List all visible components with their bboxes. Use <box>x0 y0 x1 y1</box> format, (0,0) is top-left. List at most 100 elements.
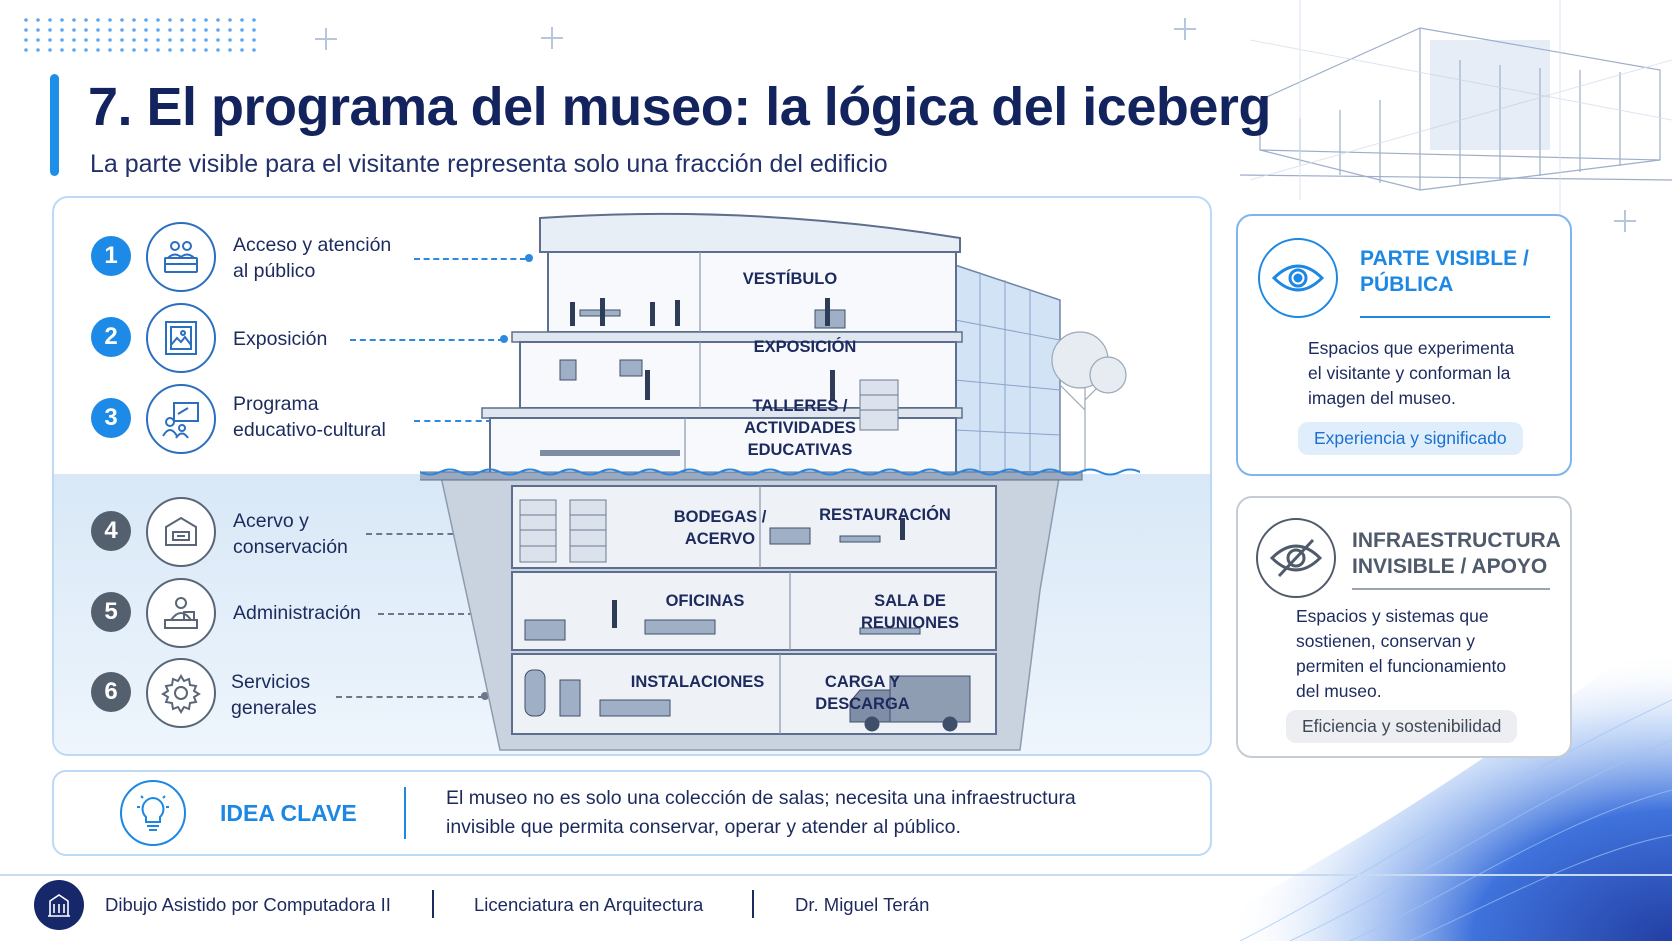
gear-icon <box>146 658 216 728</box>
decorative-dot <box>96 48 100 52</box>
decorative-dot <box>216 28 220 32</box>
card-visible-pill: Experiencia y significado <box>1298 422 1523 455</box>
item-label-2: Exposición <box>233 328 328 350</box>
decorative-dot <box>24 38 28 42</box>
eye-slash-icon <box>1256 518 1336 598</box>
decorative-dot <box>180 38 184 42</box>
room-label-restauracion: RESTAURACIÓN <box>819 506 951 524</box>
card-visible-public: PARTE VISIBLE /PÚBLICA Espacios que expe… <box>1236 214 1572 476</box>
leader-dot-6 <box>481 692 489 700</box>
leader-line-6 <box>336 696 484 698</box>
leader-line-2 <box>350 339 504 341</box>
glass-facade <box>954 263 1061 473</box>
card-invisible-rule <box>1352 588 1550 590</box>
decorative-dot <box>96 28 100 32</box>
building-logo-icon <box>34 880 84 930</box>
decorative-dot <box>240 18 244 22</box>
decorative-dot <box>156 18 160 22</box>
decorative-dot <box>252 48 256 52</box>
leader-dot-1 <box>525 254 533 262</box>
item-number-4: 4 <box>91 511 131 551</box>
decorative-dot <box>204 48 208 52</box>
room-label-bodegas: BODEGAS /ACERVO <box>673 508 767 548</box>
decorative-dot <box>72 48 76 52</box>
footer-course: Dibujo Asistido por Computadora II <box>105 894 391 915</box>
decorative-dot <box>180 18 184 22</box>
decorative-dot <box>60 18 64 22</box>
title-accent-bar <box>50 74 59 176</box>
leader-line-4 <box>366 533 484 535</box>
decorative-dot <box>132 38 136 42</box>
decorative-dot <box>240 48 244 52</box>
room-label-vestibulo: VESTÍBULO <box>742 270 838 288</box>
decorative-dot <box>48 38 52 42</box>
footer-program: Licenciatura en Arquitectura <box>474 894 704 915</box>
decorative-dot <box>228 18 232 22</box>
decorative-dot <box>252 18 256 22</box>
decorative-dot <box>168 18 172 22</box>
decorative-dot <box>252 38 256 42</box>
footer-separator-1 <box>432 890 434 918</box>
decorative-dot <box>240 38 244 42</box>
decorative-dot <box>108 18 112 22</box>
decorative-dot <box>204 38 208 42</box>
decorative-dot <box>144 38 148 42</box>
decorative-dot <box>168 28 172 32</box>
room-label-exposicion: EXPOSICIÓN <box>753 338 857 356</box>
slab-1 <box>511 331 963 343</box>
idea-clave-title: IDEA CLAVE <box>220 800 357 826</box>
tree-sketch <box>1051 331 1127 472</box>
decorative-dot <box>240 28 244 32</box>
decorative-dot <box>180 48 184 52</box>
decorative-dot <box>108 38 112 42</box>
decorative-dot <box>48 48 52 52</box>
card-visible-rule <box>1360 316 1550 318</box>
decorative-dot <box>84 18 88 22</box>
leader-line-3 <box>414 420 492 422</box>
decorative-dot <box>72 18 76 22</box>
card-visible-title: PARTE VISIBLE /PÚBLICA <box>1360 247 1529 296</box>
item-number-6: 6 <box>91 672 131 712</box>
roof <box>539 212 961 253</box>
item-number-2: 2 <box>91 317 131 357</box>
decorative-dot <box>168 48 172 52</box>
decorative-dot <box>204 18 208 22</box>
decorative-dot <box>168 38 172 42</box>
card-invisible-pill: Eficiencia y sostenibilidad <box>1286 710 1518 743</box>
storage-box-icon <box>146 497 216 567</box>
footer-separator-2 <box>752 890 754 918</box>
floor-talleres <box>489 417 957 475</box>
decorative-dot <box>48 18 52 22</box>
decorative-dot <box>84 38 88 42</box>
decorative-dot <box>96 38 100 42</box>
decorative-dot <box>24 18 28 22</box>
decorative-dot <box>156 38 160 42</box>
desk-worker-icon <box>146 578 216 648</box>
decorative-dot <box>192 18 196 22</box>
eye-icon <box>1258 238 1338 318</box>
leader-line-1 <box>414 258 526 260</box>
decorative-dot <box>252 28 256 32</box>
decorative-dot <box>144 28 148 32</box>
decorative-dot <box>180 28 184 32</box>
decorative-dot <box>72 28 76 32</box>
decorative-dot <box>216 48 220 52</box>
decorative-dot <box>192 48 196 52</box>
decorative-dot <box>60 48 64 52</box>
leader-line-5 <box>378 613 484 615</box>
idea-clave-panel: IDEA CLAVE El museo no es solo una colec… <box>52 770 1212 856</box>
decorative-dot <box>120 18 124 22</box>
idea-clave-text: El museo no es solo una colección de sal… <box>446 787 1076 838</box>
decorative-dot <box>216 38 220 42</box>
decorative-dot <box>120 38 124 42</box>
decorative-dot <box>192 28 196 32</box>
decorative-dot <box>144 48 148 52</box>
